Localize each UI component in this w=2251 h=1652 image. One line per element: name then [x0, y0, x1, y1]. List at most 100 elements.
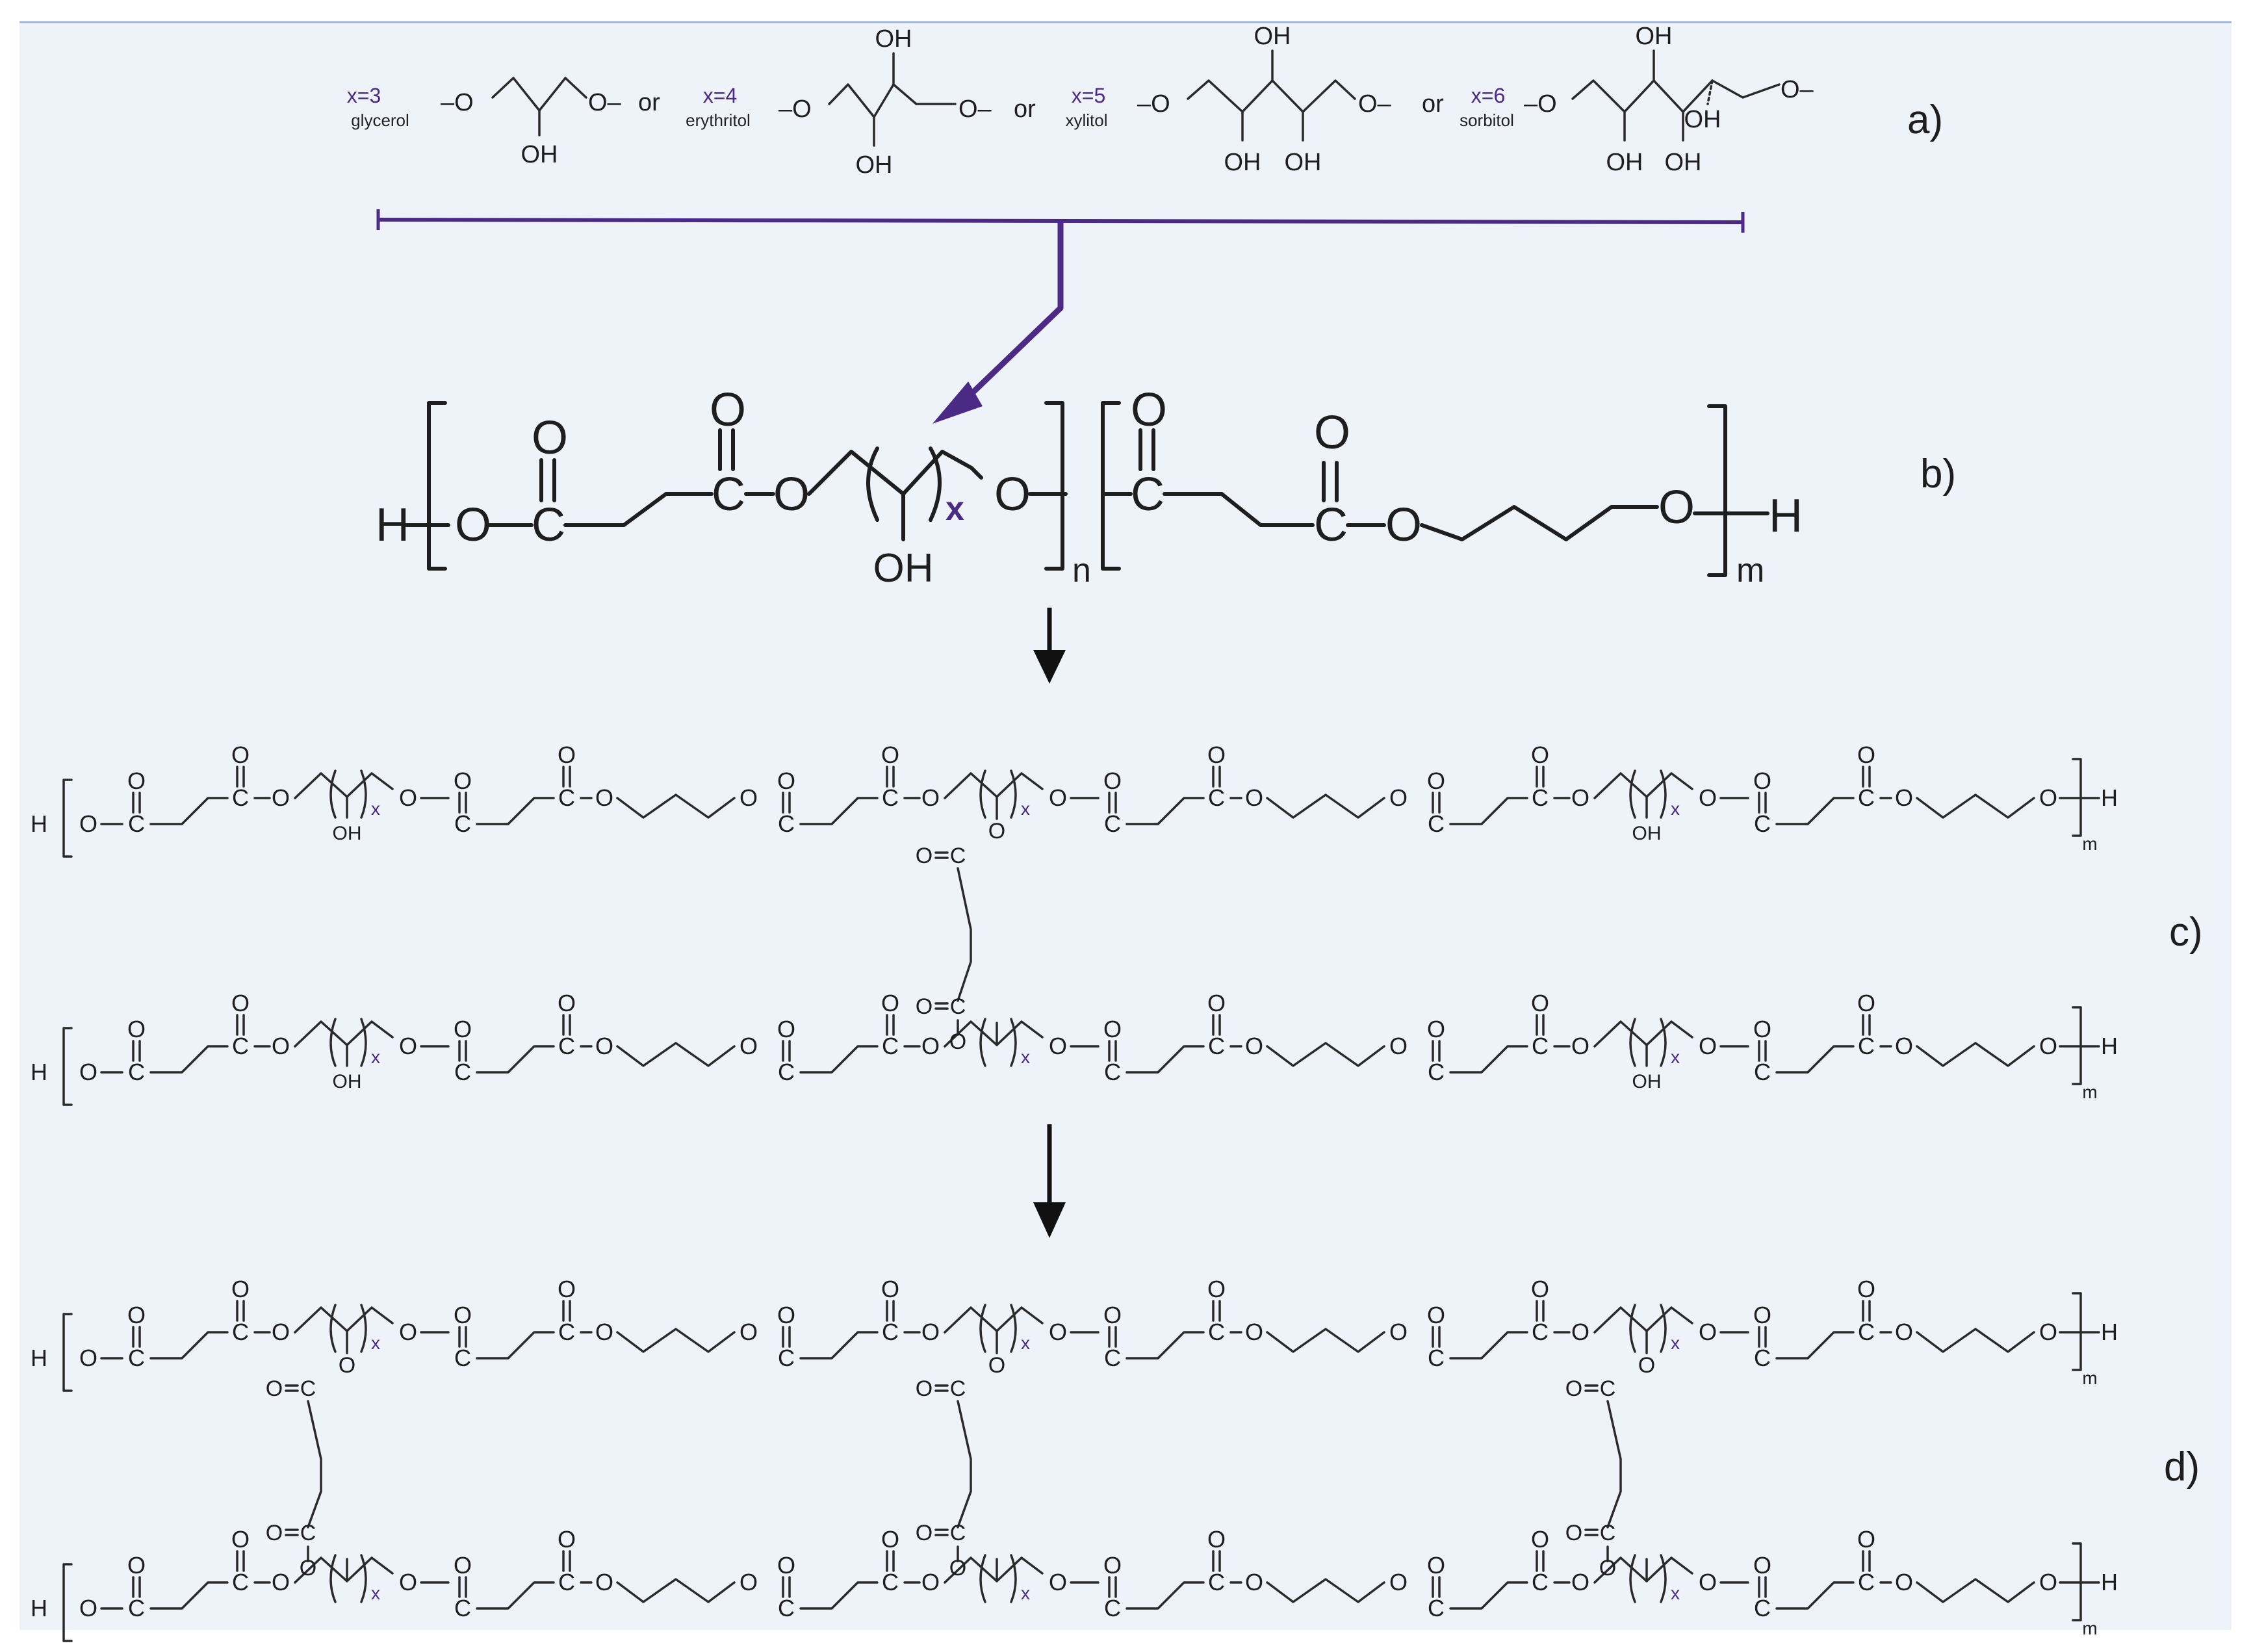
- atom-o: O: [127, 768, 146, 794]
- atom-c: C: [1532, 1569, 1549, 1595]
- atom-c: C: [128, 1595, 145, 1621]
- atom-o: O: [949, 1556, 966, 1581]
- atom-c: C: [1532, 1319, 1549, 1345]
- polyol-erythritol: x=4 erythritol –O OH OH O–: [686, 25, 992, 179]
- subscript-m: m: [2082, 1618, 2097, 1638]
- atom-o: O: [231, 1276, 250, 1302]
- bond-chain: [1449, 1331, 1528, 1360]
- subscript-x: x: [1671, 1333, 1680, 1353]
- bond-chain: [1266, 1328, 1385, 1353]
- panel-label-c: c): [2169, 910, 2203, 955]
- x-label-glycerol: x=3: [347, 84, 381, 107]
- atom-c: C: [1208, 784, 1225, 811]
- subscript-x: x: [945, 490, 964, 528]
- bracket-close: [2072, 1542, 2082, 1621]
- atom-o: O: [339, 1353, 355, 1378]
- atom-c: C: [1208, 1033, 1225, 1059]
- arrow-icon: [953, 221, 1064, 412]
- atom-o: O: [455, 499, 491, 551]
- polyol-glycerol: x=3 glycerol –O OH O–: [347, 77, 622, 168]
- atom-c: C: [1600, 1376, 1616, 1401]
- atom-c: C: [558, 1033, 575, 1059]
- atom-o: O: [1571, 1033, 1589, 1059]
- atom-o: O: [1531, 1276, 1549, 1302]
- bond-chain: [799, 1045, 879, 1074]
- bond-chain: [1449, 797, 1528, 825]
- atom-c: C: [1428, 1595, 1445, 1621]
- atom-h: H: [2101, 1569, 2118, 1595]
- atom-o: O: [1571, 1319, 1589, 1345]
- paren-open: [979, 1018, 986, 1067]
- bond-chain: [476, 1331, 555, 1360]
- atom-o: O: [399, 1569, 417, 1595]
- paren-open: [1629, 1554, 1636, 1603]
- atom-c: C: [454, 1595, 471, 1621]
- atom-o: O: [79, 810, 97, 837]
- bond-chain: [307, 1400, 322, 1529]
- subscript-x: x: [1671, 1583, 1680, 1603]
- atom-o: O: [1427, 1016, 1445, 1042]
- bracket-m-close: [1707, 404, 1727, 577]
- bond-skeleton: [828, 83, 957, 118]
- paren-open: [1629, 1304, 1636, 1353]
- or-label-3: or: [1422, 90, 1444, 118]
- atom-o: O: [79, 1595, 97, 1621]
- paren-close: [1660, 1554, 1667, 1603]
- bond-chain: [799, 797, 879, 825]
- atom-c: C: [1208, 1569, 1225, 1595]
- subscript-m: m: [1736, 552, 1764, 589]
- atom-h: H: [2101, 1319, 2118, 1345]
- arrow-head: [1033, 650, 1066, 684]
- paren-open: [979, 769, 986, 819]
- bracket-close: [2072, 1006, 2082, 1085]
- atom-o: O: [1389, 1319, 1408, 1345]
- bond-chain: [1126, 1331, 1205, 1360]
- atom-o: O: [595, 1319, 613, 1345]
- atom-o: O: [994, 469, 1031, 521]
- subscript-x: x: [371, 1047, 380, 1067]
- atom-o: O: [2039, 1319, 2057, 1345]
- atom-o: –O: [778, 96, 812, 123]
- atom-o: O: [1857, 990, 1875, 1016]
- bond-chain: [799, 1581, 879, 1610]
- atom-c: C: [454, 1345, 471, 1371]
- atom-o: O: [454, 1016, 472, 1042]
- atom-h: H: [31, 1595, 47, 1621]
- bond-chain: [1775, 1331, 1855, 1360]
- subscript-x: x: [1021, 1047, 1030, 1067]
- atom-o: O: [1385, 499, 1422, 551]
- atom-o: O: [1857, 742, 1875, 768]
- atom-o: O: [1389, 1033, 1408, 1059]
- atom-c: C: [1754, 1059, 1771, 1085]
- bond-chain: [149, 1045, 229, 1074]
- arrow-down-icon: [1033, 1124, 1066, 1238]
- bond-chain: [616, 794, 736, 819]
- atom-o: O: [1427, 1302, 1445, 1328]
- atom-o: O: [127, 1552, 146, 1579]
- atom-o: O: [773, 469, 810, 521]
- atom-o: O: [1531, 1526, 1549, 1553]
- atom-c: C: [128, 810, 145, 837]
- bracket-close: [2072, 758, 2082, 837]
- atom-o: O: [949, 1029, 966, 1054]
- atom-o: O: [231, 1526, 250, 1553]
- paren-close: [1010, 769, 1017, 819]
- bond-chain: [799, 1331, 879, 1360]
- bond-chain: [616, 1042, 736, 1067]
- paren-close: [1010, 1018, 1017, 1067]
- atom-o: O: [1427, 1552, 1445, 1579]
- atom-o: O: [1049, 1033, 1067, 1059]
- atom-c: C: [778, 1345, 795, 1371]
- x-label-sorbitol: x=6: [1471, 84, 1505, 107]
- atom-h: H: [2101, 1033, 2118, 1059]
- paren-close: [1010, 1304, 1017, 1353]
- atom-o: O: [740, 1319, 758, 1345]
- bond-chain: [1266, 1578, 1385, 1603]
- subscript-m: m: [2082, 1368, 2097, 1388]
- panel-label-d: d): [2164, 1445, 2200, 1490]
- arrow-head: [1033, 1202, 1066, 1238]
- bond-chain: [1775, 797, 1855, 825]
- atom-o: O: [272, 1319, 290, 1345]
- paren-close: [1010, 1554, 1017, 1603]
- atom-c: C: [532, 499, 565, 551]
